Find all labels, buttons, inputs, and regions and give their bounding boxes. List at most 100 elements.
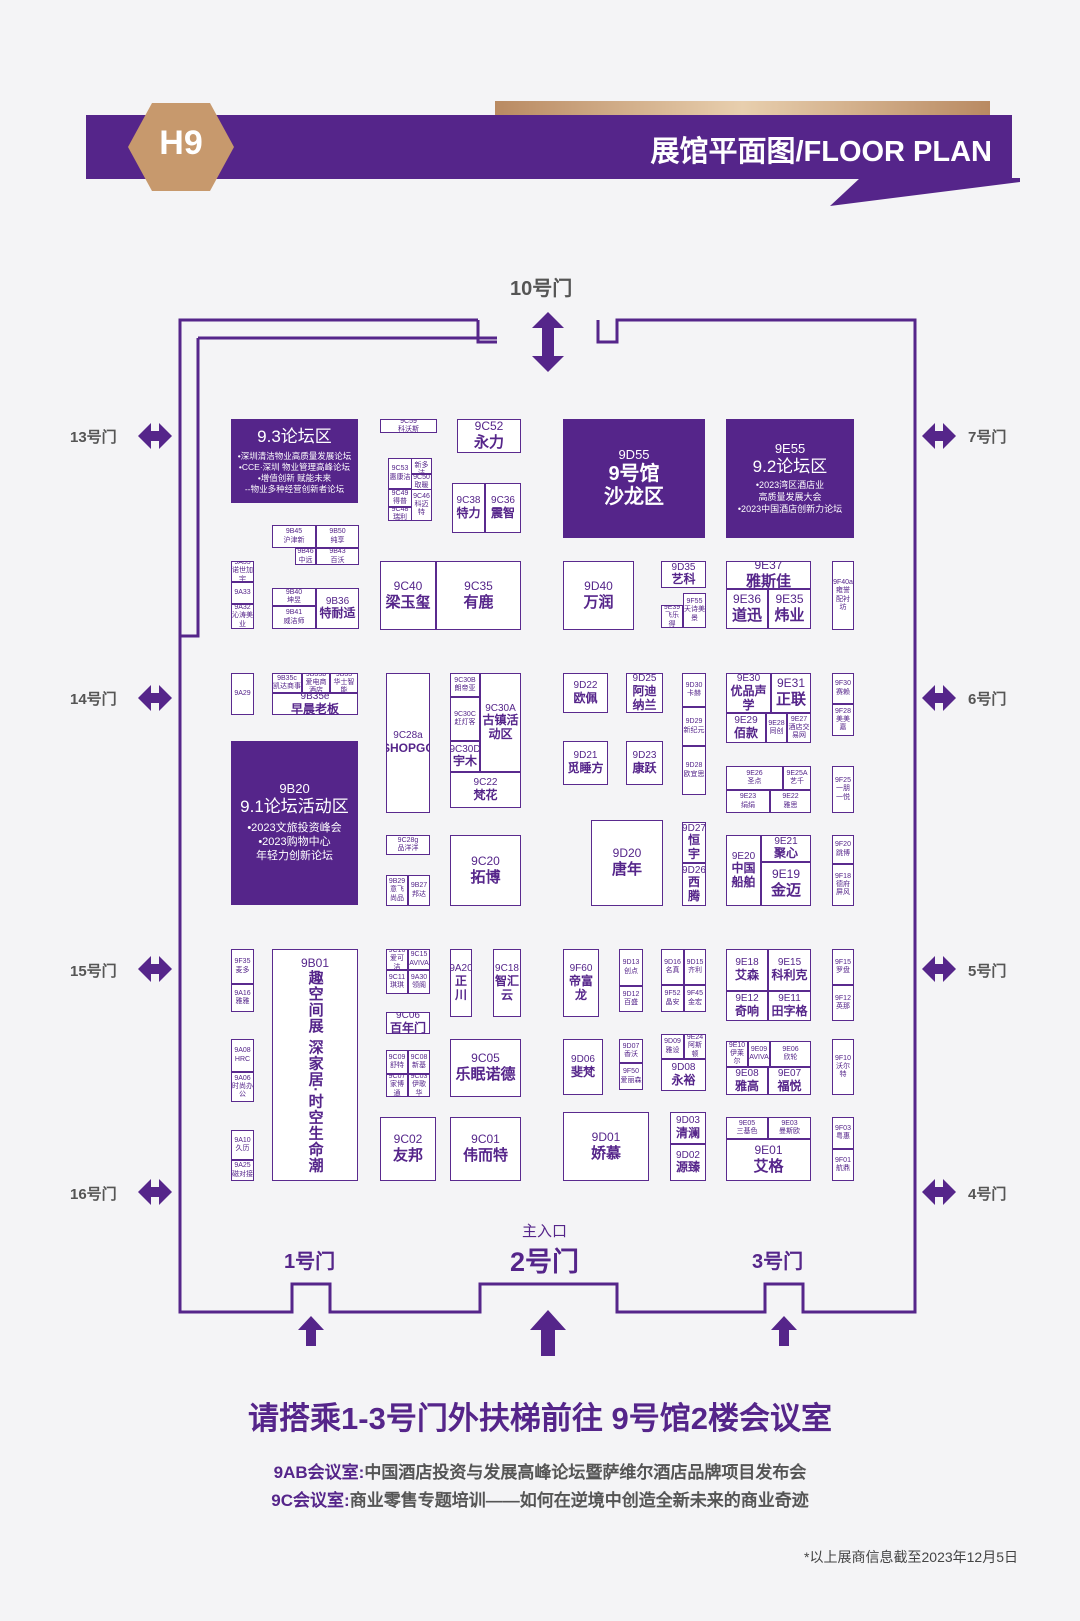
zone-salon[interactable]: 9D55 9号馆 沙龙区 — [563, 419, 705, 538]
booth-9a33[interactable]: 9A33 — [231, 582, 254, 604]
zone-forum-9-3[interactable]: 9.3论坛区 •深圳清洁物业高质量发展论坛 •CCE·深圳 物业管理高峰论坛 •… — [231, 419, 358, 503]
zone-forum-9-1[interactable]: 9B20 9.1论坛活动区 •2023文旅投资峰会 •2023购物中心 年轻力创… — [231, 741, 358, 905]
booth-9a29[interactable]: 9A29 — [231, 673, 254, 715]
zone-forum-9-2[interactable]: 9E55 9.2论坛区 •2023湾区酒店业 高质量发展大会 •2023中国酒店… — [726, 419, 854, 538]
